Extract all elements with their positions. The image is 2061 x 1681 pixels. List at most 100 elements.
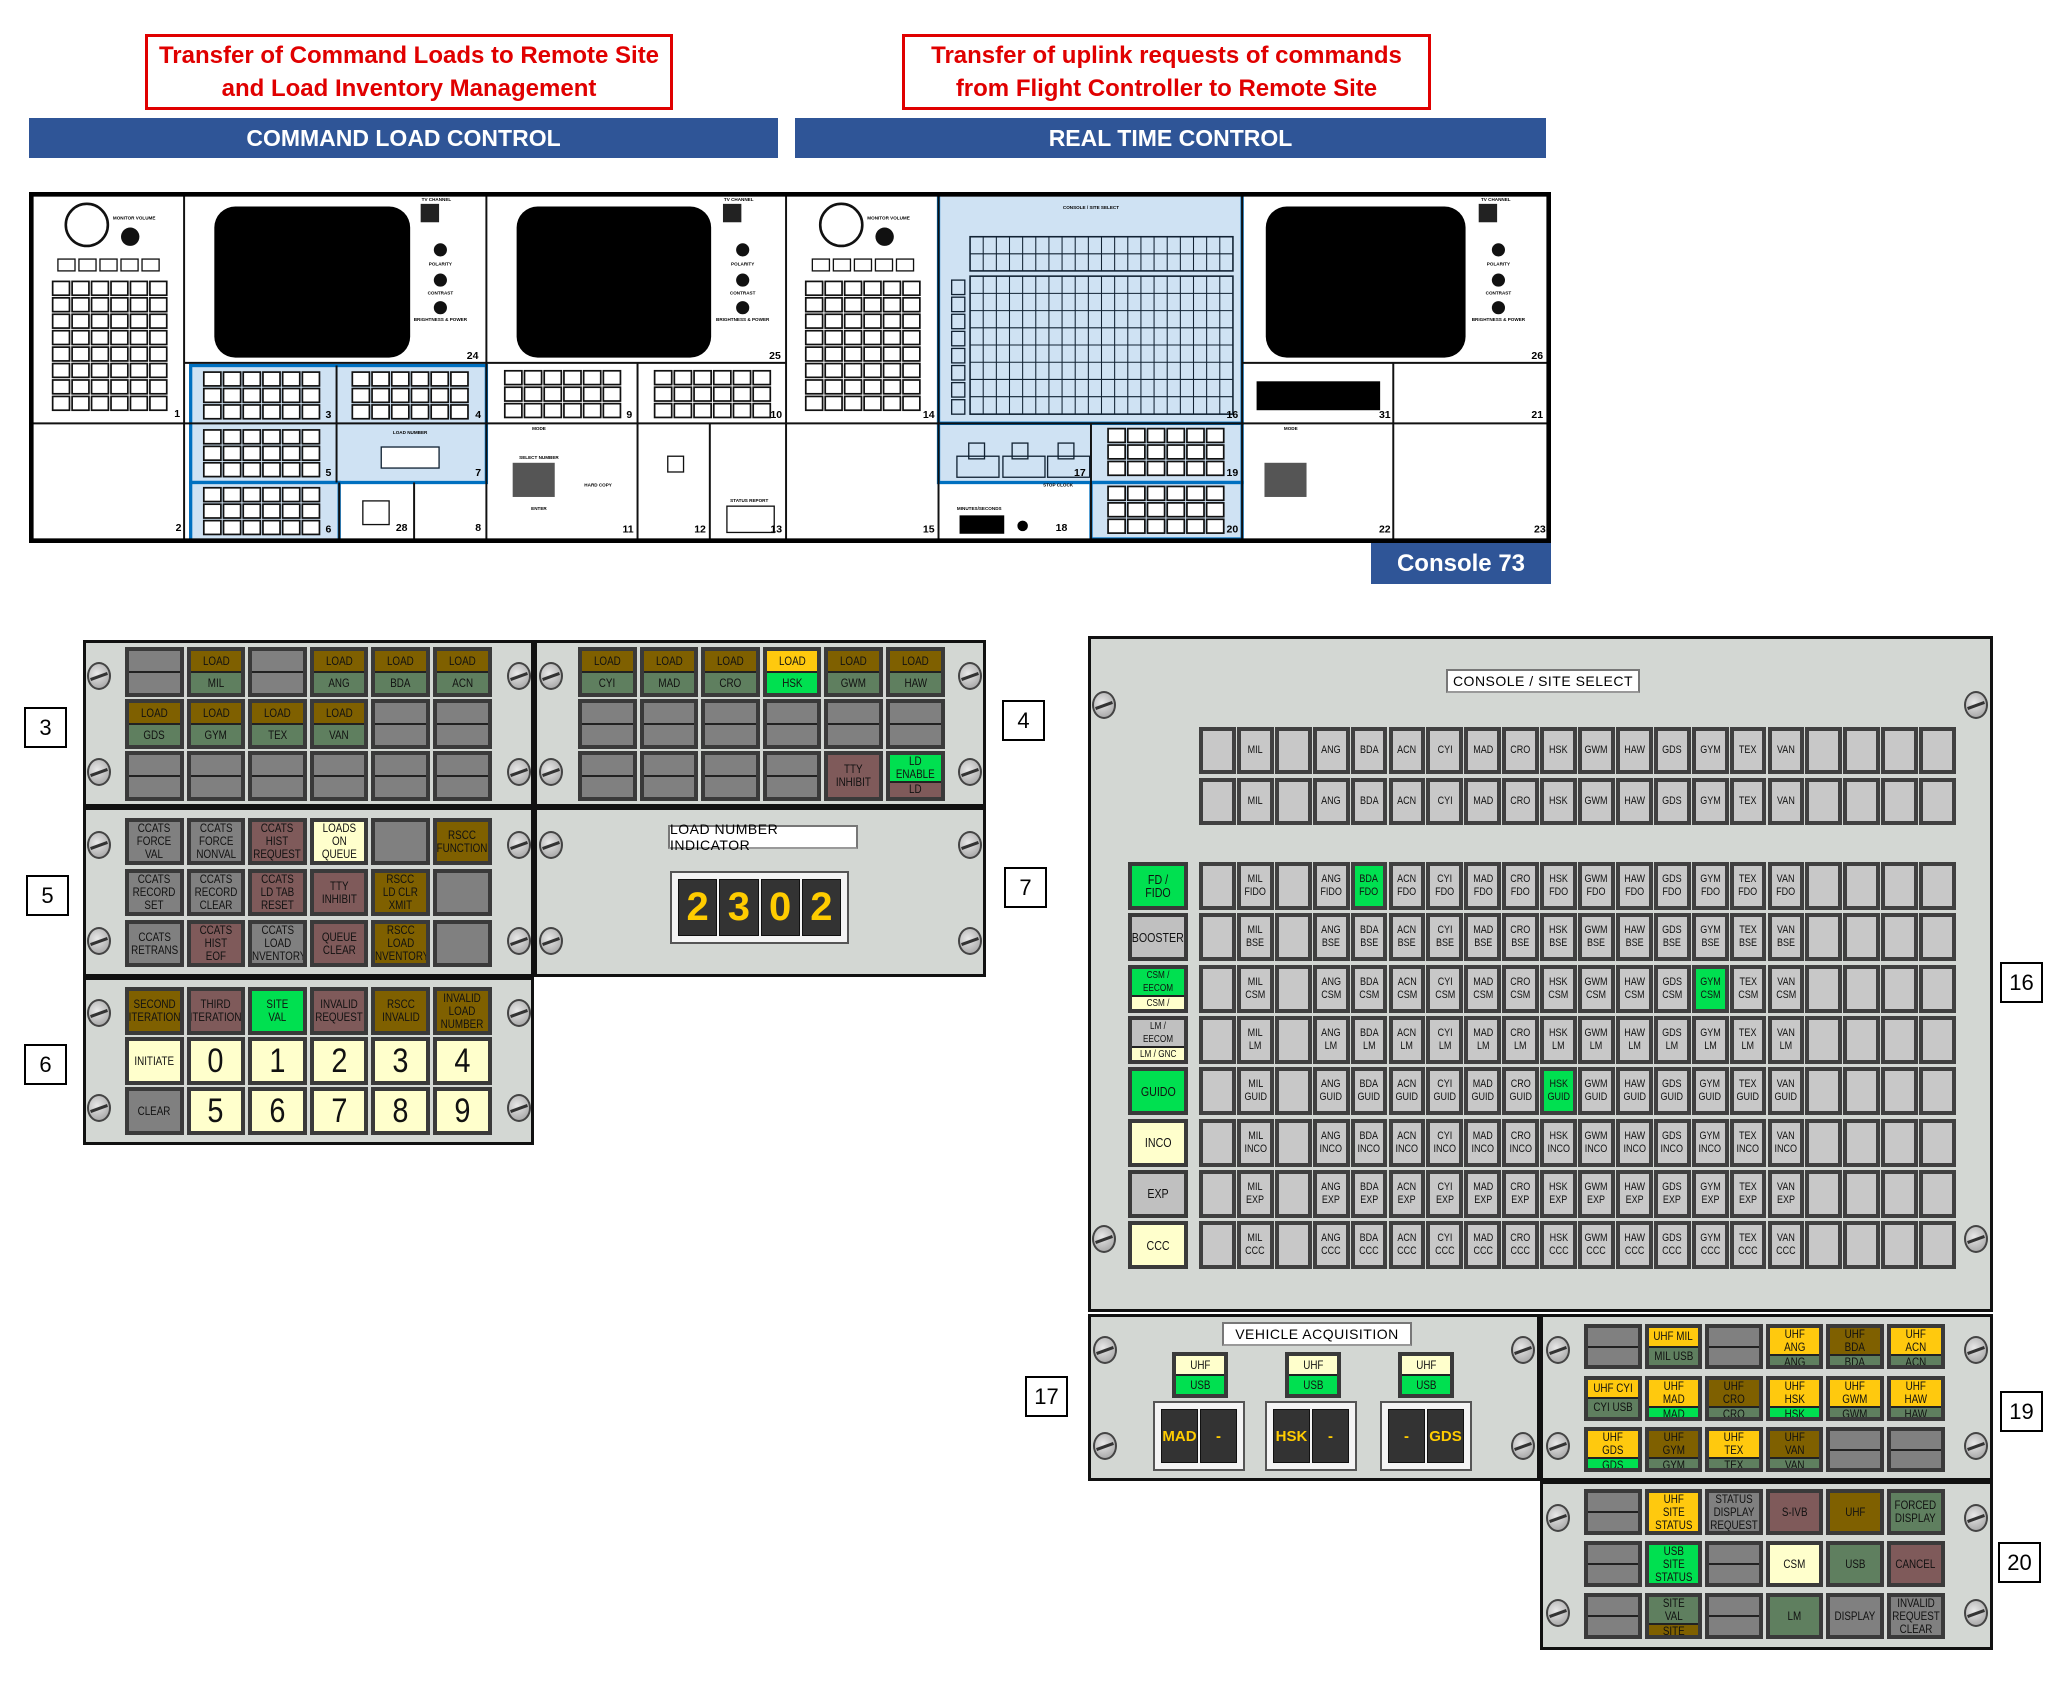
p20-uhf-button[interactable]: UHF [1826,1489,1884,1535]
site-select-cell[interactable]: GWM BSE [1578,913,1615,962]
site-select-cell[interactable]: ANG FIDO [1312,862,1350,910]
p19-blank-button[interactable] [1887,1427,1945,1472]
console-select-inco[interactable]: INCO [1128,1118,1188,1167]
site-select-cell[interactable] [1199,964,1236,1013]
site-select-cell[interactable]: HAW CCC [1615,1221,1653,1270]
p20-blank-button[interactable] [1705,1593,1763,1639]
site-select-cell[interactable]: TEX GUID [1729,1067,1767,1116]
p4-blank-button[interactable] [701,699,760,749]
p3-blank-button[interactable] [248,751,307,801]
site-select-cell[interactable]: TEX INCO [1729,1118,1767,1167]
site-select-cell[interactable] [1199,1169,1236,1218]
site-select-cell[interactable]: MAD [1464,778,1502,825]
site-select-cell[interactable]: CRO FDO [1502,862,1540,910]
console-select-ccc[interactable]: CCC [1128,1221,1188,1270]
p20-s-ivb-button[interactable]: S-IVB [1765,1489,1824,1535]
site-select-cell[interactable]: GDS CCC [1653,1221,1691,1270]
site-select-cell[interactable]: BDA [1350,727,1388,774]
site-select-cell[interactable]: MAD INCO [1464,1118,1502,1167]
site-select-cell[interactable]: HAW [1615,778,1653,825]
site-select-cell[interactable]: GWM INCO [1578,1118,1615,1167]
site-select-cell[interactable] [1805,1015,1843,1064]
site-select-cell[interactable]: CYI CSM [1426,964,1464,1013]
site-select-cell[interactable]: CYI INCO [1426,1118,1464,1167]
site-select-cell[interactable]: ACN FDO [1388,862,1426,910]
p4-blank-button[interactable] [824,699,883,749]
site-select-cell[interactable]: HSK CSM [1540,964,1577,1013]
site-select-cell[interactable] [1274,862,1312,910]
site-select-cell[interactable] [1881,1221,1919,1270]
p6-invalid-load-number-button[interactable]: INVALID LOAD NUMBER [433,987,492,1035]
site-select-cell[interactable]: HAW INCO [1615,1118,1653,1167]
site-select-cell[interactable] [1274,1067,1312,1116]
p5-tty-inhibit-button[interactable]: TTY INHIBIT [309,869,369,916]
p5-ccats-retrans-button[interactable]: CCATS RETRANS [125,920,184,967]
site-select-cell[interactable]: GDS INCO [1653,1118,1691,1167]
p6-invalid-request-button[interactable]: INVALID REQUEST [309,987,369,1035]
site-select-cell[interactable]: GDS FDO [1653,862,1691,910]
site-select-cell[interactable]: GWM GUID [1578,1067,1615,1116]
site-select-cell[interactable]: MIL [1236,778,1274,825]
p5-ccats-force-val-button[interactable]: CCATS FORCE VAL [125,818,184,865]
site-select-cell[interactable]: CYI [1426,727,1464,774]
console-select-fd-fido[interactable]: FD / FIDO [1128,862,1188,910]
p20-blank-button[interactable] [1584,1593,1642,1639]
site-select-cell[interactable]: HSK INCO [1540,1118,1577,1167]
p4-blank-button[interactable] [639,699,699,749]
p6-initiate-button[interactable]: INITIATE [125,1037,184,1085]
p5-rscc-ld-clr-xmit-button[interactable]: RSCC LD CLR XMIT [371,869,430,916]
p3-blank-button[interactable] [248,647,307,697]
site-select-cell[interactable]: GYM [1691,778,1729,825]
p19-blank-button[interactable] [1705,1324,1763,1369]
site-select-cell[interactable]: MAD CCC [1464,1221,1502,1270]
site-select-cell[interactable] [1919,862,1956,910]
site-select-cell[interactable]: GYM BSE [1691,913,1729,962]
site-select-cell[interactable]: VAN BSE [1767,913,1805,962]
site-select-cell[interactable] [1274,913,1312,962]
p6-0-button[interactable]: 0 [186,1037,246,1085]
p5-blank-button[interactable] [433,869,492,916]
site-select-cell[interactable]: CRO INCO [1502,1118,1540,1167]
site-select-cell[interactable]: CRO LM [1502,1015,1540,1064]
site-select-cell[interactable]: ANG EXP [1312,1169,1350,1218]
p5-ccats-hist-eof-button[interactable]: CCATS HIST EOF [186,920,246,967]
p4-blank-button[interactable] [762,751,822,801]
p3-blank-button[interactable] [309,751,369,801]
site-select-cell[interactable]: MIL EXP [1236,1169,1274,1218]
site-select-cell[interactable] [1199,913,1236,962]
p6-9-button[interactable]: 9 [433,1087,492,1135]
p4-blank-button[interactable] [701,751,760,801]
site-select-cell[interactable]: HAW LM [1615,1015,1653,1064]
site-select-cell[interactable]: HSK LM [1540,1015,1577,1064]
p5-queue-clear-button[interactable]: QUEUE CLEAR [309,920,369,967]
site-select-cell[interactable] [1274,1221,1312,1270]
site-select-cell[interactable]: ACN CSM [1388,964,1426,1013]
site-select-cell[interactable] [1919,727,1956,774]
site-select-cell[interactable]: ACN CCC [1388,1221,1426,1270]
site-select-cell[interactable] [1274,1015,1312,1064]
p4-blank-button[interactable] [639,751,699,801]
site-select-cell[interactable]: ANG LM [1312,1015,1350,1064]
site-select-cell[interactable]: HSK FDO [1540,862,1577,910]
p5-ccats-load-inventory-button[interactable]: CCATS LOAD INVENTORY [248,920,307,967]
site-select-cell[interactable]: GWM FDO [1578,862,1615,910]
site-select-cell[interactable]: GDS CSM [1653,964,1691,1013]
p6-1-button[interactable]: 1 [248,1037,307,1085]
site-select-cell[interactable]: GYM CCC [1691,1221,1729,1270]
site-select-cell[interactable]: TEX [1729,778,1767,825]
p4-blank-button[interactable] [886,699,945,749]
site-select-cell[interactable]: CYI BSE [1426,913,1464,962]
site-select-cell[interactable]: HSK EXP [1540,1169,1577,1218]
site-select-cell[interactable]: GDS [1653,778,1691,825]
site-select-cell[interactable] [1843,1015,1881,1064]
p4-blank-button[interactable] [578,699,637,749]
site-select-cell[interactable] [1274,727,1312,774]
site-select-cell[interactable]: VAN [1767,727,1805,774]
site-select-cell[interactable] [1919,964,1956,1013]
